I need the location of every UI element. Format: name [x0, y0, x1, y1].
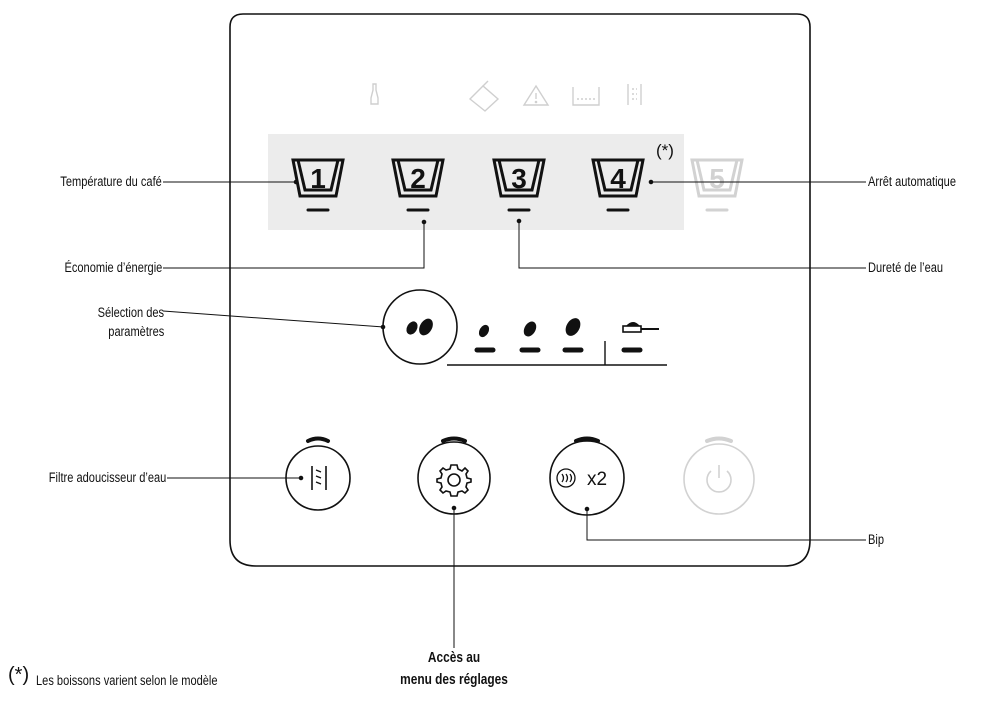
- asterisk-mark: (*): [656, 141, 674, 160]
- cup-3[interactable]: 3: [492, 158, 546, 212]
- label-hardness: Dureté de l’eau: [868, 260, 944, 275]
- leader-energy: [163, 222, 425, 269]
- filter-button[interactable]: [285, 436, 351, 511]
- water-filter-icon: [311, 466, 327, 490]
- coffee-bean-medium-icon: [519, 321, 541, 353]
- footnote-mark: (*): [8, 664, 30, 686]
- label-temperature: Température du café: [60, 174, 162, 189]
- double-brew-button[interactable]: x2: [549, 436, 625, 516]
- cup-5[interactable]: 5: [690, 158, 744, 212]
- label-parameters-line1: Sélection des: [97, 305, 164, 320]
- coffee-bean-small-icon: [474, 324, 496, 353]
- coffee-beans-icon: [406, 318, 433, 336]
- cup-4-number: 4: [610, 163, 626, 194]
- label-parameters-line2: paramètres: [108, 324, 164, 339]
- cup-1-number: 1: [310, 163, 326, 194]
- leader-bip: [586, 509, 866, 541]
- leader-lines: [162, 179, 866, 648]
- label-filter: Filtre adoucisseur d’eau: [48, 470, 166, 485]
- strength-levels: [447, 318, 667, 366]
- warning-icon: [522, 84, 550, 106]
- cup-4[interactable]: 4: [591, 158, 645, 212]
- milk-tube-icon: [370, 83, 379, 105]
- strength-button[interactable]: [382, 289, 458, 365]
- leader-hardness: [518, 221, 866, 269]
- cup-2-number: 2: [410, 163, 426, 194]
- steam-double-icon: [556, 468, 576, 488]
- label-bip: Bip: [868, 532, 885, 547]
- footnote-text: Les boissons varient selon le modèle: [36, 673, 218, 688]
- double-brew-label: x2: [587, 469, 607, 490]
- cup-2[interactable]: 2: [391, 158, 445, 212]
- ground-coffee-scoop-icon: [621, 322, 659, 353]
- label-menu-line2: menu des réglages: [400, 672, 508, 688]
- status-icon-row: [370, 80, 642, 112]
- label-energy: Économie d’énergie: [64, 260, 162, 275]
- cup-1[interactable]: 1: [291, 158, 345, 212]
- leader-parameters: [162, 310, 384, 328]
- gear-icon: [436, 464, 472, 497]
- coffee-bean-large-icon: [562, 318, 584, 353]
- water-filter-icon: [627, 84, 642, 105]
- descale-jug-icon: [468, 80, 500, 112]
- cup-3-number: 3: [511, 163, 527, 194]
- drip-tray-icon: [572, 87, 600, 106]
- cup-buttons[interactable]: 1 2 3 4 5: [291, 158, 744, 212]
- cup-5-number: 5: [709, 163, 725, 194]
- settings-button[interactable]: [417, 436, 491, 515]
- power-button[interactable]: [683, 436, 755, 515]
- label-auto-off: Arrêt automatique: [868, 174, 956, 189]
- power-icon: [706, 465, 732, 493]
- label-menu-line1: Accès au: [427, 650, 481, 666]
